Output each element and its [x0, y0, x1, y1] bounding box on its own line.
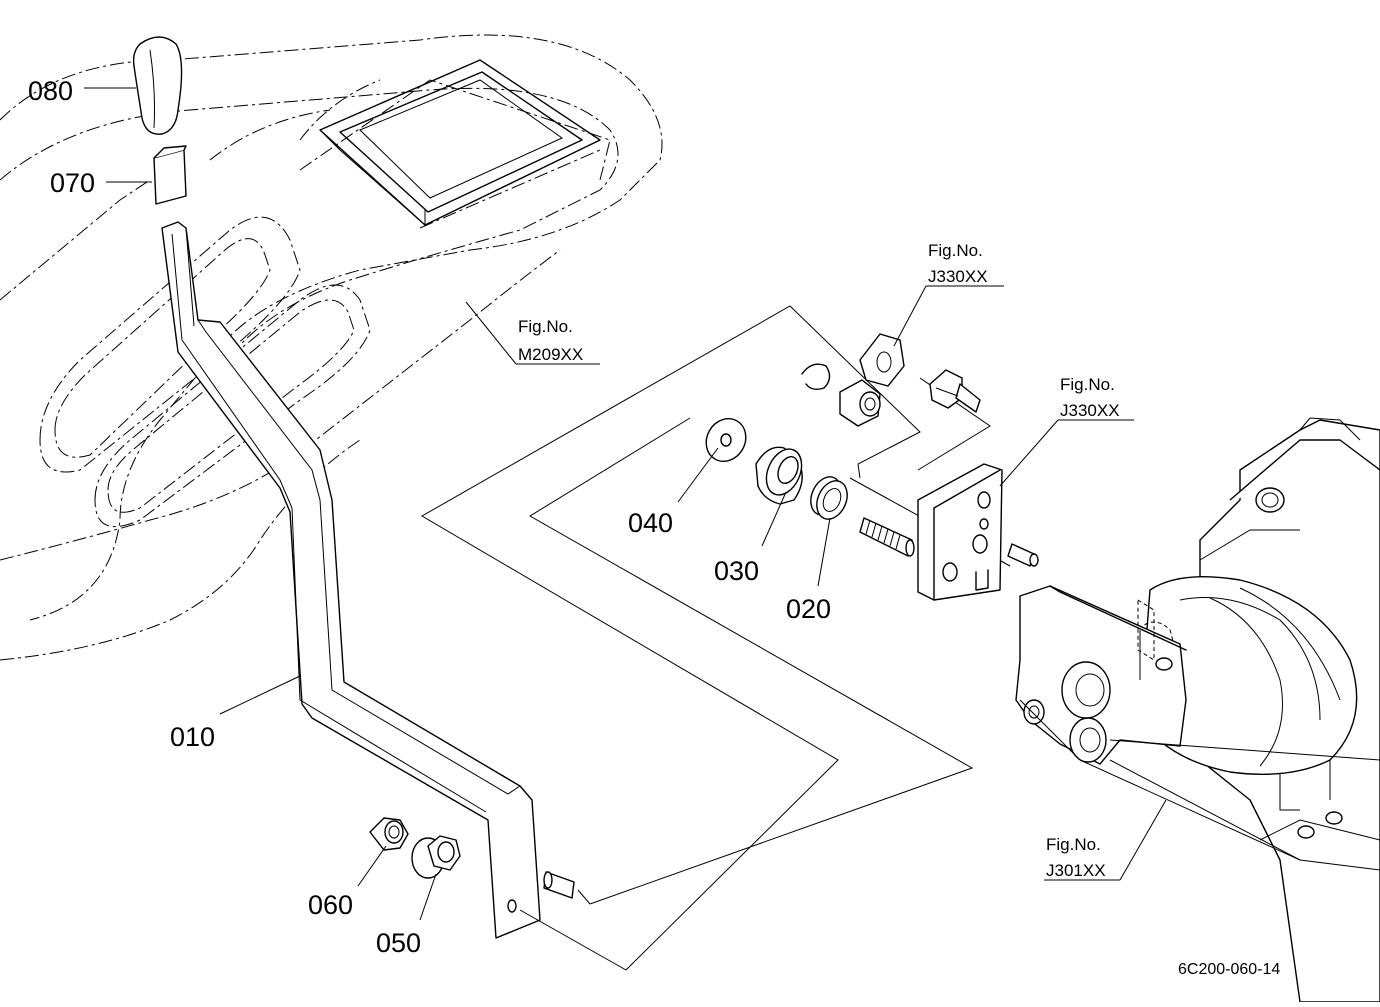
washer-040 — [705, 418, 747, 462]
drawing-code: 6C200-060-14 — [1178, 961, 1280, 978]
threaded-rod — [859, 517, 915, 557]
valve-block — [1015, 585, 1380, 871]
collar-030 — [755, 446, 803, 505]
part-label-010: 010 — [170, 722, 215, 752]
clip-ring — [801, 363, 831, 391]
part-label-070: 070 — [50, 168, 95, 198]
part-label-050: 050 — [376, 928, 421, 958]
flange-nut-050 — [411, 835, 461, 879]
bushing — [839, 379, 881, 427]
part-label-060: 060 — [308, 890, 353, 920]
panel-window — [319, 59, 601, 226]
fig-ref-j301-line1: Fig.No. — [1046, 835, 1101, 854]
housing-pin — [1007, 543, 1039, 567]
part-label-040: 040 — [628, 508, 673, 538]
lever-010 — [161, 221, 575, 939]
part-label-080: 080 — [28, 76, 73, 106]
figure-references: Fig.No. M209XX Fig.No. J330XX Fig.No. J3… — [518, 241, 1120, 880]
fig-ref-j330-a-line2: J330XX — [928, 267, 988, 286]
linkage-outline — [421, 305, 1011, 971]
part-labels: 080 070 010 040 030 020 060 050 — [28, 76, 831, 958]
link-bracket — [859, 333, 905, 387]
fig-ref-j301-line2: J301XX — [1046, 861, 1106, 880]
nut-060 — [369, 817, 409, 851]
sleeve-070 — [153, 145, 187, 205]
bracket-plate — [917, 463, 1003, 601]
spring-020 — [810, 476, 848, 520]
fig-ref-m209-line2: M209XX — [518, 345, 583, 364]
leader-lines — [84, 87, 1167, 921]
fig-ref-j330-b-line1: Fig.No. — [1060, 375, 1115, 394]
knob-080 — [132, 36, 183, 135]
cylinder-body — [1129, 576, 1358, 775]
part-label-030: 030 — [714, 556, 759, 586]
fig-ref-j330-b-line2: J330XX — [1060, 401, 1120, 420]
bolt — [929, 369, 981, 413]
fig-ref-m209-line1: Fig.No. — [518, 317, 573, 336]
part-label-020: 020 — [786, 594, 831, 624]
fig-ref-j330-a-line1: Fig.No. — [928, 241, 983, 260]
